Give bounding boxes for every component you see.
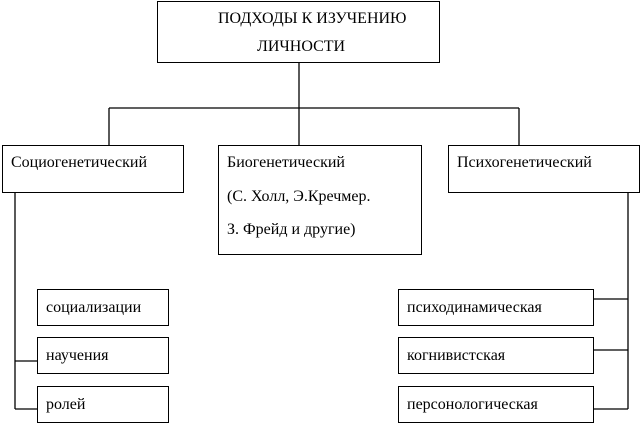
approach-title-bio: Биогенетический <box>227 154 345 171</box>
socio-item-node: научения <box>37 337 169 374</box>
approach-title-psycho: Психогенетический <box>457 154 592 171</box>
approach-node-bio: Биогенетический (С. Холл, Э.Кречмер. З. … <box>218 145 422 255</box>
psycho-item-node: персонологическая <box>398 386 594 423</box>
psycho-item-node: когнивистская <box>398 337 594 374</box>
psycho-item-label: психодинамическая <box>407 299 542 316</box>
approach-note-bio-line-1: (С. Холл, Э.Кречмер. <box>227 188 371 205</box>
socio-item-node: социализации <box>37 289 169 326</box>
approach-note-bio-line-2: З. Фрейд и другие) <box>227 221 356 238</box>
socio-item-label: социализации <box>46 299 142 316</box>
approach-node-psycho: Психогенетический <box>448 145 640 193</box>
root-title-line-2: ЛИЧНОСТИ <box>257 38 346 55</box>
socio-item-label: научения <box>46 347 109 364</box>
root-title-line-1: ПОДХОДЫ К ИЗУЧЕНИЮ <box>218 10 407 27</box>
psycho-item-label: когнивистская <box>407 347 506 364</box>
approach-title-socio: Социогенетический <box>11 154 148 171</box>
socio-item-label: ролей <box>46 396 86 413</box>
psycho-item-label: персонологическая <box>407 396 538 413</box>
root-node: ПОДХОДЫ К ИЗУЧЕНИЮ ЛИЧНОСТИ <box>157 1 440 63</box>
approach-node-socio: Социогенетический <box>2 145 184 193</box>
socio-item-node: ролей <box>37 386 169 423</box>
psycho-item-node: психодинамическая <box>398 289 594 326</box>
